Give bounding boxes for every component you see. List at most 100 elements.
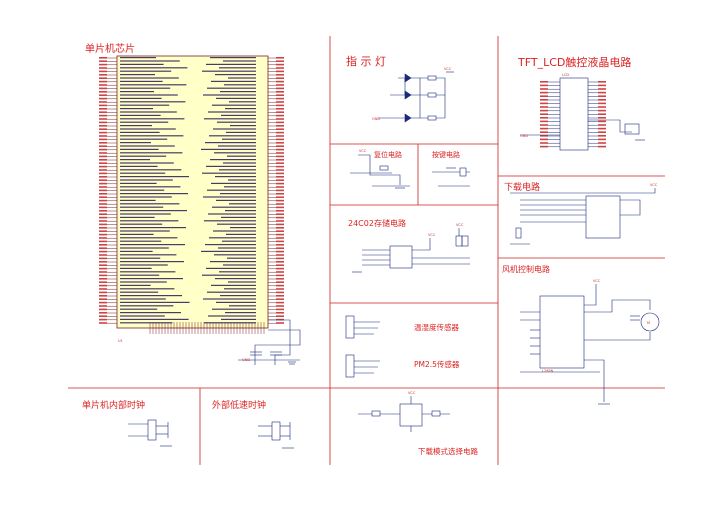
lcd-net-label — [540, 124, 548, 126]
mcu-signal-name — [120, 230, 170, 232]
mcu-signal-name — [120, 94, 178, 96]
mcu-net-label — [99, 193, 107, 195]
mcu-signal-name — [225, 312, 256, 314]
mcu-signal-name — [216, 199, 256, 201]
title-eeprom: 24C02存储电路 — [348, 219, 406, 228]
mcu-signal-name — [120, 206, 164, 208]
mcu-net-label — [99, 138, 107, 141]
mcu-signal-name — [120, 172, 166, 174]
mcu-signal-name — [120, 111, 177, 113]
mcu-net-label — [276, 240, 284, 243]
mcu-net-label — [99, 257, 107, 260]
mcu-signal-name — [219, 271, 256, 273]
mcu-signal-name — [120, 193, 188, 195]
vcc-label: VCC — [408, 391, 416, 395]
mcu-net-label — [99, 278, 107, 280]
mcu-net-label — [276, 288, 284, 290]
mcu-net-label — [99, 84, 107, 86]
mcu-net-label — [99, 63, 107, 66]
mcu-net-label — [99, 77, 107, 79]
mcu-net-label — [276, 305, 284, 307]
section-borders — [68, 36, 665, 465]
mcu-signal-name — [120, 264, 168, 266]
gnd-label: GND — [372, 117, 380, 121]
mcu-signal-name — [204, 322, 256, 324]
vcc-label: VCC — [428, 233, 436, 237]
mcu-signal-name — [120, 247, 169, 249]
mcu-signal-name — [224, 186, 256, 188]
mcu-net-label — [276, 199, 284, 202]
mcu-net-label — [276, 274, 284, 277]
mcu-net-label — [276, 101, 284, 103]
mcu-signal-name — [226, 131, 256, 133]
mcu-net-label — [99, 165, 107, 168]
mcu-net-label — [276, 196, 284, 198]
mcu-net-label — [99, 254, 107, 256]
mcu-net-label — [276, 291, 284, 294]
lcd-net-label — [598, 127, 606, 130]
mcu-signal-name — [203, 298, 256, 300]
lcd-net-label — [598, 120, 606, 123]
mcu-signal-name — [120, 281, 167, 283]
mcu-net-label — [99, 60, 107, 62]
mcu-net-label — [99, 312, 107, 314]
mcu-net-label — [99, 261, 107, 263]
mcu-signal-name — [229, 101, 256, 103]
mcu-net-label — [276, 172, 284, 175]
mcu-net-label — [276, 57, 284, 59]
mcu-signal-name — [212, 308, 256, 310]
mcu-signal-name — [120, 169, 182, 171]
mcu-signal-name — [212, 104, 256, 106]
mcu-net-label — [99, 318, 107, 321]
mcu-chip — [99, 55, 284, 334]
lcd-net-label — [598, 113, 606, 115]
mcu-net-label — [276, 77, 284, 79]
mcu-signal-name — [202, 172, 256, 174]
mcu-signal-name — [120, 216, 155, 218]
lcd-net-label — [540, 127, 548, 130]
power-symbols: VCC VCC VCC VCC VCC VCC VCC GND GND GND … — [118, 67, 658, 395]
mcu-net-label — [99, 240, 107, 243]
mcu-signal-name — [120, 220, 179, 222]
mcu-signal-name — [211, 284, 256, 286]
mcu-signal-name — [120, 74, 155, 76]
mcu-signal-name — [214, 152, 256, 154]
mcu-net-label — [276, 189, 284, 192]
mcu-net-label — [276, 312, 284, 314]
lcd-net-label — [540, 120, 548, 123]
fan-driver-ref: L298N — [542, 369, 554, 373]
mcu-signal-name — [210, 159, 256, 161]
mcu-signal-name — [219, 169, 256, 171]
vcc-label: VCC — [359, 149, 367, 153]
mcu-decoupling-caps — [238, 319, 301, 365]
lcd-net-label — [598, 117, 606, 119]
mcu-signal-name — [120, 77, 179, 79]
mcu-signal-name — [120, 114, 161, 116]
mcu-net-label — [99, 322, 107, 324]
mcu-signal-name — [226, 233, 256, 235]
fan-ref: M — [647, 321, 650, 325]
mcu-net-label — [276, 216, 284, 219]
mcu-signal-name — [120, 97, 162, 99]
mcu-signal-name — [120, 308, 158, 310]
mcu-net-label — [276, 261, 284, 263]
mcu-net-label — [99, 230, 107, 232]
mcu-net-label — [99, 135, 107, 137]
mcu-signal-name — [207, 87, 256, 89]
lcd-net-label — [598, 88, 606, 90]
mcu-net-label — [276, 182, 284, 185]
mcu-net-label — [276, 128, 284, 130]
mcu-signal-name — [120, 80, 163, 82]
mcu-signal-name — [215, 176, 256, 178]
mcu-net-label — [99, 131, 107, 134]
mcu-signal-name — [120, 261, 184, 263]
vcc-label: VCC — [456, 223, 464, 227]
mcu-net-label — [276, 125, 284, 127]
mcu-signal-name — [120, 284, 151, 286]
mcu-signal-name — [220, 295, 256, 297]
mcu-net-label — [276, 70, 284, 73]
mcu-signal-name — [210, 57, 256, 59]
mcu-net-label — [276, 301, 284, 304]
mcu-net-label — [276, 227, 284, 229]
mcu-signal-name — [120, 244, 185, 246]
